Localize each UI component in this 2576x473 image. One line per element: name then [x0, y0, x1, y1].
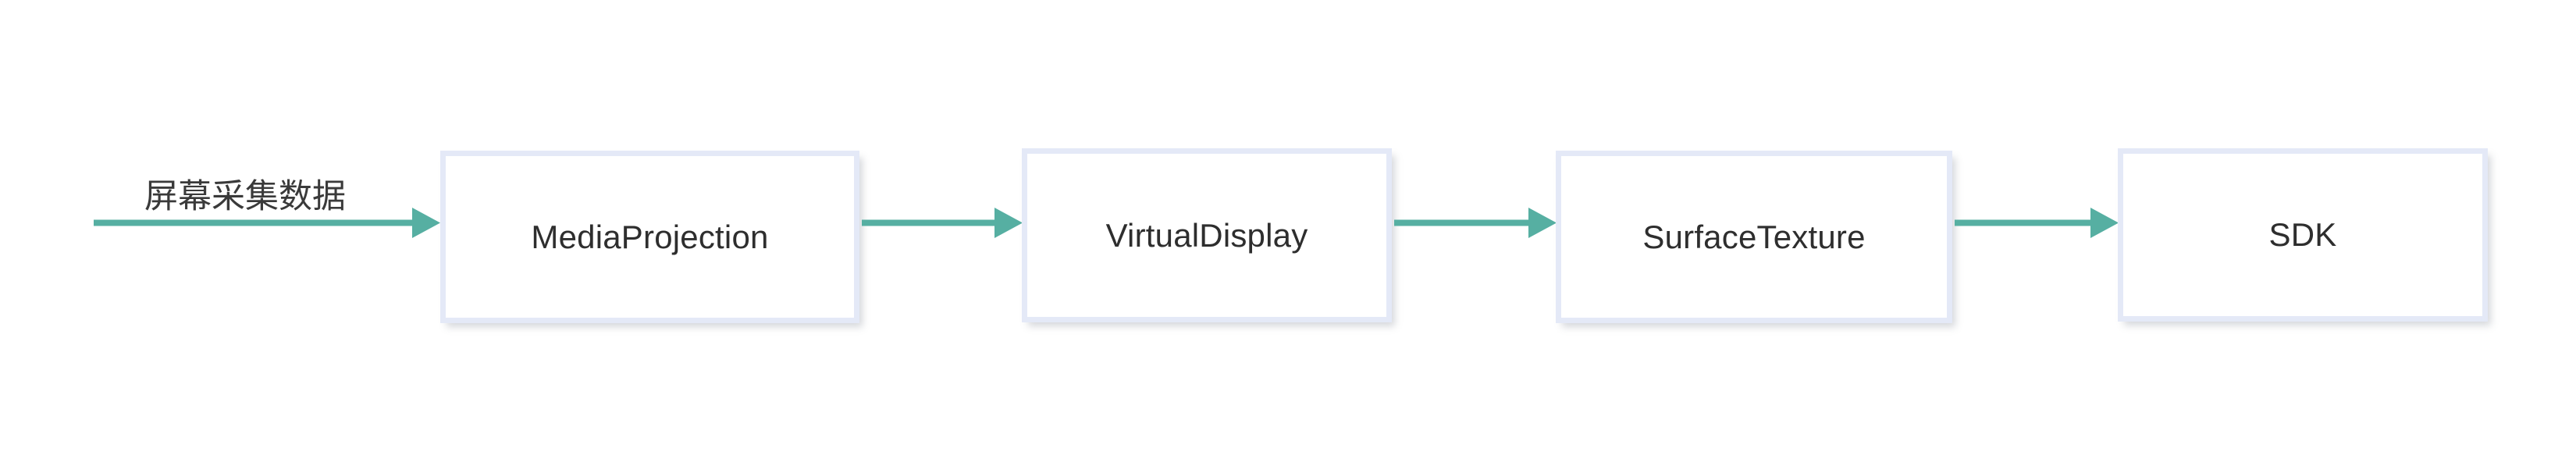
node-label-surface-texture: SurfaceTexture — [1642, 218, 1866, 255]
node-media-projection[interactable]: MediaProjection — [440, 151, 859, 323]
node-label-virtual-display: VirtualDisplay — [1105, 216, 1308, 254]
edge-label-screen-capture-data: 屏幕采集数据 — [144, 178, 346, 215]
arrow-input-to-media-projection — [94, 208, 440, 238]
node-label-media-projection: MediaProjection — [531, 218, 769, 255]
arrow-media-projection-to-virtual-display — [862, 208, 1023, 238]
node-surface-texture[interactable]: SurfaceTexture — [1556, 151, 1952, 323]
arrow-surface-texture-to-sdk — [1955, 208, 2119, 238]
arrow-virtual-display-to-surface-texture — [1394, 208, 1557, 238]
node-sdk[interactable]: SDK — [2118, 148, 2488, 322]
node-virtual-display[interactable]: VirtualDisplay — [1022, 148, 1392, 322]
node-label-sdk: SDK — [2268, 216, 2337, 253]
